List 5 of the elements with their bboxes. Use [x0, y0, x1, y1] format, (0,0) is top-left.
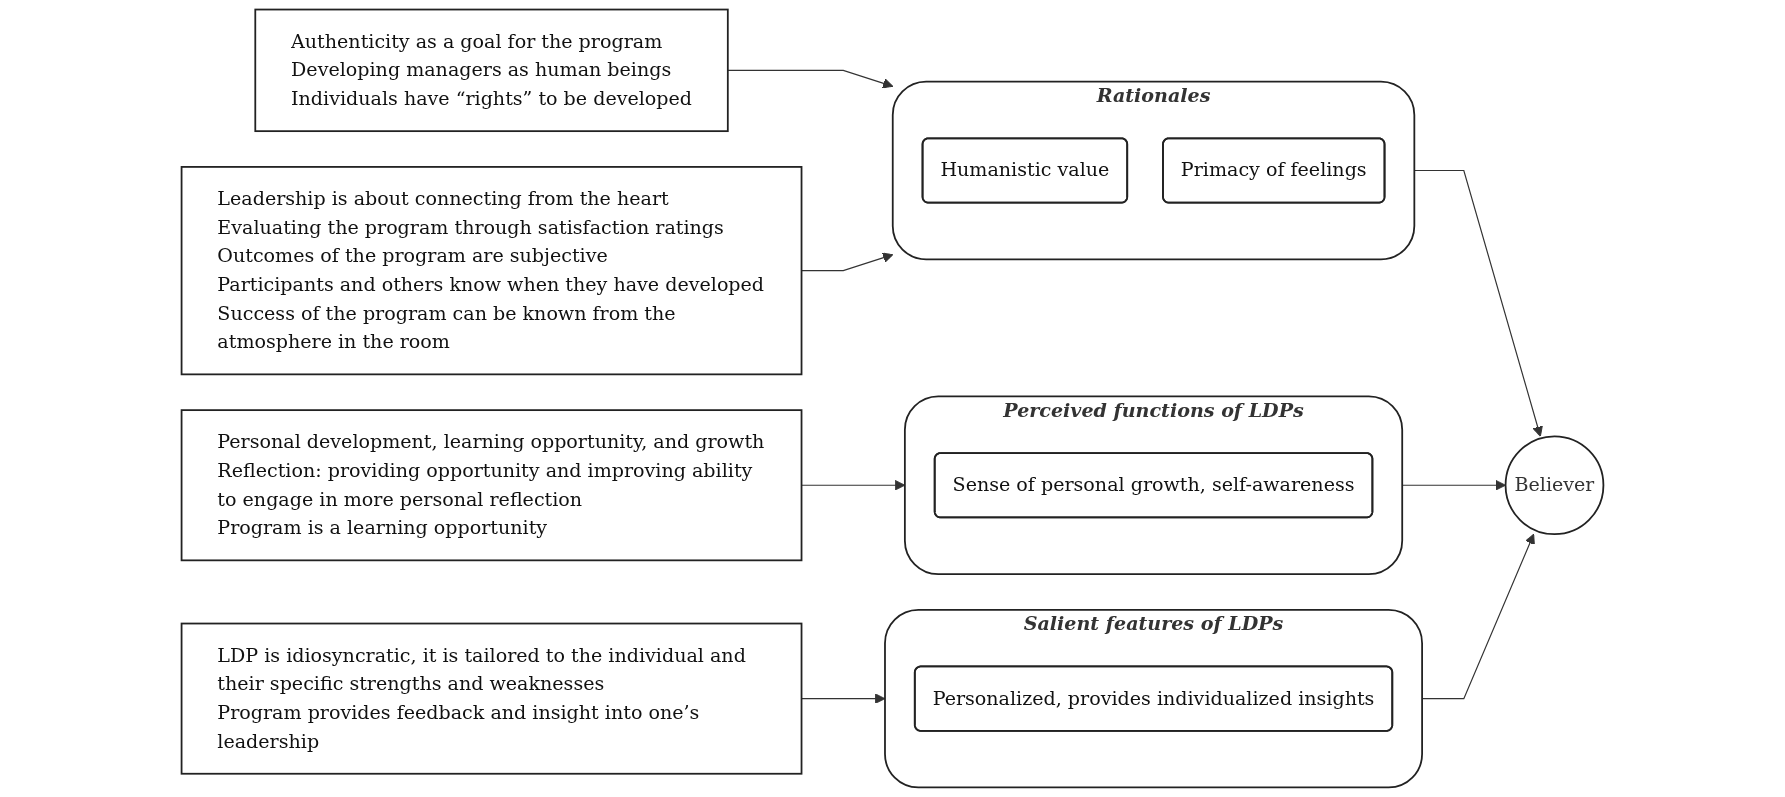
node-box: LDP is idiosyncratic, it is tailored to the individual and their specific strengths and weaknesses Program provides feedback and insight into one’s leadership — [180, 622, 803, 775]
node-box: Leadership is about connecting from the heart Evaluating the program through satisfaction ratings Outcomes of the program are subjective Participants and others know when they have developed Success of the program can be known from the atmosphere in the room — [180, 166, 803, 376]
node-box: Authenticity as a goal for the program Developing managers as human beings Individuals have “rights” to be developed — [254, 8, 729, 133]
node-circle: Believer — [1504, 435, 1605, 536]
node-box: Personal development, learning opportunity, and growth Reflection: providing opportunity and improving ability to engage in more personal reflection Program is a learning opportunity — [180, 409, 803, 562]
